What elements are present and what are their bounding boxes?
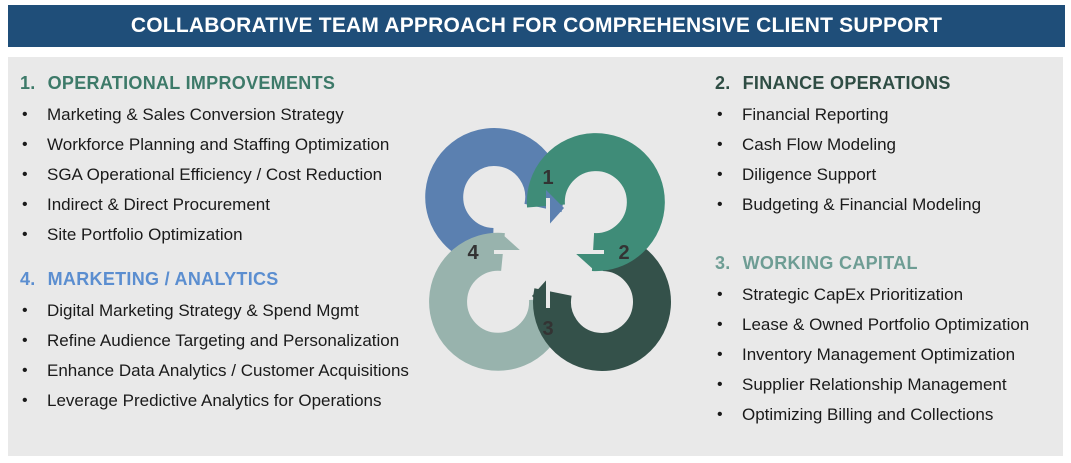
section-marketing-analytics: 4. MARKETING / ANALYTICS • Digital Marketi…	[20, 266, 409, 416]
list-item: • Supplier Relationship Management	[715, 370, 1029, 400]
item-text: Site Portfolio Optimization	[47, 225, 243, 244]
bullet-icon: •	[717, 346, 723, 363]
list-item: • Indirect & Direct Procurement	[20, 190, 389, 220]
list-item: • Refine Audience Targeting and Personali…	[20, 326, 409, 356]
item-text: Budgeting & Financial Modeling	[742, 195, 982, 214]
content-panel: 1. OPERATIONAL IMPROVEMENTS • Marketing & …	[8, 57, 1063, 456]
section-title: 4. MARKETING / ANALYTICS	[20, 266, 409, 292]
arrowhead-3	[484, 234, 522, 252]
list-item: • Cash Flow Modeling	[715, 130, 981, 160]
section-working-capital: 3. WORKING CAPITAL • Strategic CapEx Prior…	[715, 250, 1029, 430]
ring-2-arrow	[533, 233, 671, 371]
section-number: 4.	[20, 269, 36, 289]
list-item: • Digital Marketing Strategy & Spend Mgmt	[20, 296, 409, 326]
ring-4-label: 4	[467, 242, 479, 264]
item-text: Enhance Data Analytics / Customer Acquis…	[47, 361, 409, 380]
list-item: • Leverage Predictive Analytics for Opera…	[20, 386, 409, 416]
bullet-icon: •	[717, 286, 723, 303]
ring-3-label: 3	[542, 318, 553, 340]
page-title: COLLABORATIVE TEAM APPROACH FOR COMPREHE…	[130, 14, 943, 37]
item-text: Cash Flow Modeling	[742, 135, 897, 154]
ring-2-label: 2	[618, 242, 629, 264]
ring-1-label: 1	[542, 167, 553, 189]
item-text: Lease & Owned Portfolio Optimization	[742, 315, 1030, 334]
item-text: Diligence Support	[742, 165, 877, 184]
item-list: • Marketing & Sales Conversion Strategy •…	[20, 100, 389, 250]
section-number: 1.	[20, 73, 36, 93]
item-text: Workforce Planning and Staffing Optimiza…	[47, 135, 390, 154]
list-item: • Enhance Data Analytics / Customer Acqui…	[20, 356, 409, 386]
item-list: • Digital Marketing Strategy & Spend Mgmt…	[20, 296, 409, 416]
section-title-text: OPERATIONAL IMPROVEMENTS	[47, 73, 336, 93]
section-title-text: MARKETING / ANALYTICS	[47, 269, 279, 289]
item-text: Refine Audience Targeting and Personaliz…	[47, 331, 400, 350]
item-text: Indirect & Direct Procurement	[47, 195, 270, 214]
arrowhead-2	[532, 276, 550, 314]
list-item: • Diligence Support	[715, 160, 981, 190]
bullet-icon: •	[717, 196, 723, 213]
bullet-icon: •	[22, 136, 28, 153]
item-text: Inventory Management Optimization	[742, 345, 1016, 364]
list-item: • Workforce Planning and Staffing Optimiz…	[20, 130, 389, 160]
section-number: 3.	[715, 253, 731, 273]
bullet-icon: •	[22, 196, 28, 213]
list-item: • Financial Reporting	[715, 100, 981, 130]
bullet-icon: •	[717, 106, 723, 123]
bullet-icon: •	[22, 302, 28, 319]
cycle-diagram: 1 2 3 4	[425, 128, 671, 371]
item-list: • Strategic CapEx Prioritization • Lease &…	[715, 280, 1029, 430]
section-number: 2.	[715, 73, 731, 93]
bullet-icon: •	[22, 332, 28, 349]
bullet-icon: •	[717, 406, 723, 423]
bullet-icon: •	[717, 316, 723, 333]
bullet-icon: •	[717, 166, 723, 183]
bullet-icon: •	[717, 376, 723, 393]
list-item: • Lease & Owned Portfolio Optimization	[715, 310, 1029, 340]
section-title-text: WORKING CAPITAL	[742, 253, 918, 273]
bullet-icon: •	[717, 136, 723, 153]
list-item: • Optimizing Billing and Collections	[715, 400, 1029, 430]
section-finance-operations: 2. FINANCE OPERATIONS • Financial Reportin…	[715, 70, 981, 220]
arrowhead-1	[574, 252, 612, 270]
list-item: • Marketing & Sales Conversion Strategy	[20, 100, 389, 130]
bullet-icon: •	[22, 106, 28, 123]
page-header: COLLABORATIVE TEAM APPROACH FOR COMPREHE…	[8, 5, 1065, 47]
bullet-icon: •	[22, 392, 28, 409]
ring-1-arrow	[526, 133, 665, 272]
list-item: • SGA Operational Efficiency / Cost Reduc…	[20, 160, 389, 190]
item-text: Supplier Relationship Management	[742, 375, 1007, 394]
ring-3-arrow	[429, 232, 568, 371]
list-item: • Strategic CapEx Prioritization	[715, 280, 1029, 310]
section-title: 2. FINANCE OPERATIONS	[715, 70, 981, 96]
item-text: Strategic CapEx Prioritization	[742, 285, 964, 304]
list-item: • Site Portfolio Optimization	[20, 220, 389, 250]
item-text: SGA Operational Efficiency / Cost Reduct…	[47, 165, 383, 184]
arrowhead-4	[546, 190, 564, 228]
item-text: Marketing & Sales Conversion Strategy	[47, 105, 344, 124]
bullet-icon: •	[22, 226, 28, 243]
section-title: 1. OPERATIONAL IMPROVEMENTS	[20, 70, 389, 96]
list-item: • Inventory Management Optimization	[715, 340, 1029, 370]
bullet-icon: •	[22, 362, 28, 379]
list-item: • Budgeting & Financial Modeling	[715, 190, 981, 220]
section-operational-improvements: 1. OPERATIONAL IMPROVEMENTS • Marketing & …	[20, 70, 389, 250]
bullet-icon: •	[22, 166, 28, 183]
item-text: Optimizing Billing and Collections	[742, 405, 994, 424]
item-text: Financial Reporting	[742, 105, 889, 124]
item-text: Leverage Predictive Analytics for Operat…	[47, 391, 382, 410]
section-title: 3. WORKING CAPITAL	[715, 250, 1029, 276]
item-text: Digital Marketing Strategy & Spend Mgmt	[47, 301, 359, 320]
item-list: • Financial Reporting • Cash Flow Modeling…	[715, 100, 981, 220]
section-title-text: FINANCE OPERATIONS	[742, 73, 951, 93]
